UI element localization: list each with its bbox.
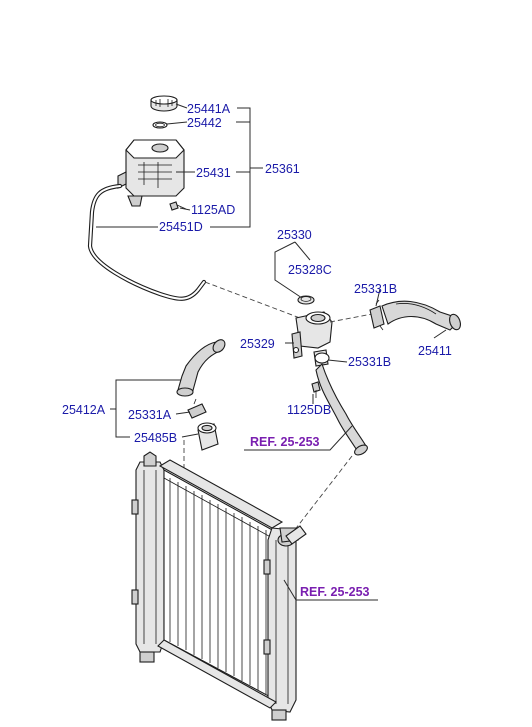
reservoir-group-bracket bbox=[96, 103, 263, 228]
hose-to-radiator-dashline bbox=[289, 455, 353, 537]
housing-to-upper-hose-dashline bbox=[329, 313, 373, 323]
label-1125AD: 1125AD bbox=[191, 203, 235, 217]
label-1125DB: 1125DB bbox=[287, 403, 331, 417]
label-25485B: 25485B bbox=[134, 431, 177, 445]
label-25361: 25361 bbox=[265, 162, 300, 176]
upper-radiator-hose bbox=[381, 300, 461, 331]
label-25431: 25431 bbox=[196, 166, 231, 180]
ref-lower-leader bbox=[283, 579, 378, 601]
reservoir-cap bbox=[150, 95, 178, 112]
lower-hose-clamp bbox=[187, 398, 207, 419]
label-25331A: 25331A bbox=[128, 408, 172, 422]
reservoir-tank bbox=[117, 139, 185, 207]
label-25411: 25411 bbox=[418, 344, 452, 358]
reference-upper[interactable]: REF. 25-253 bbox=[250, 435, 320, 449]
lower-hose-fitting bbox=[197, 422, 219, 451]
label-25329: 25329 bbox=[240, 337, 275, 351]
label-25412A: 25412A bbox=[62, 403, 106, 417]
hose-to-housing-dashline bbox=[204, 281, 301, 319]
housing-group-bracket bbox=[274, 241, 311, 299]
lower-hose-group-bracket bbox=[110, 379, 199, 438]
label-25328C: 25328C bbox=[288, 263, 332, 277]
housing-bolt bbox=[311, 381, 321, 398]
right-group-leaders bbox=[285, 288, 447, 404]
label-25451D: 25451D bbox=[159, 220, 203, 234]
label-25331B-middle: 25331B bbox=[348, 355, 391, 369]
label-25442: 25442 bbox=[187, 116, 222, 130]
reference-lower[interactable]: REF. 25-253 bbox=[300, 585, 370, 599]
radiator bbox=[131, 451, 307, 721]
upper-hose-clamp bbox=[369, 299, 385, 331]
overflow-hose bbox=[87, 183, 207, 301]
label-25330: 25330 bbox=[277, 228, 312, 242]
ref-upper-leader bbox=[244, 425, 353, 451]
label-25331B-upper: 25331B bbox=[354, 282, 397, 296]
lower-radiator-hose bbox=[176, 339, 226, 397]
label-25441A: 25441A bbox=[187, 102, 231, 116]
thermostat-housing bbox=[291, 311, 333, 367]
housing-outlet-hose bbox=[315, 362, 368, 456]
cap-gasket-ring bbox=[152, 121, 168, 129]
reservoir-bolt bbox=[169, 201, 187, 211]
